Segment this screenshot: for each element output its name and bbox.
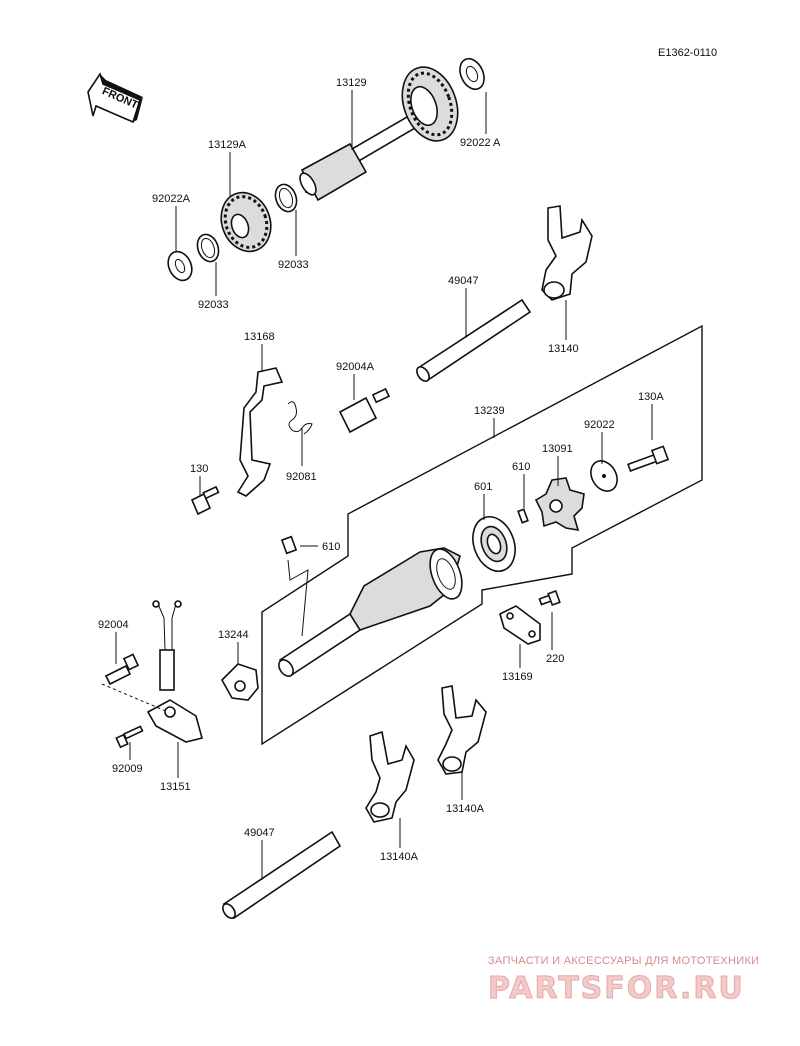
label-92081: 92081 xyxy=(286,471,317,483)
label-92022a-top: 92022 A xyxy=(460,137,501,149)
washer-92022a-left xyxy=(167,250,193,282)
fork-shaft-49047-bottom xyxy=(222,830,342,920)
bolt-130 xyxy=(190,485,220,516)
label-130a: 130A xyxy=(638,391,664,403)
leader-lines xyxy=(115,90,653,880)
label-92033-a: 92033 xyxy=(278,259,309,271)
label-92022a-left: 92022A xyxy=(152,193,191,205)
label-92009: 92009 xyxy=(112,763,143,775)
label-13169: 13169 xyxy=(502,671,533,683)
neutral-switch-13151 xyxy=(146,600,203,743)
label-13168: 13168 xyxy=(244,331,275,343)
shaft-13129 xyxy=(299,66,459,202)
label-130: 130 xyxy=(190,463,208,475)
washer-92022 xyxy=(590,460,618,492)
spring-92081 xyxy=(287,401,313,435)
washer-92022a-top xyxy=(459,57,485,91)
pin-92004a xyxy=(338,387,391,434)
bearing-601 xyxy=(472,516,516,572)
label-49047-top: 49047 xyxy=(448,275,479,287)
pin-610-mid xyxy=(280,535,298,555)
label-220: 220 xyxy=(546,653,564,665)
shift-fork-13140a-left xyxy=(365,730,415,823)
bolt-130a xyxy=(627,445,670,472)
pin-610-top xyxy=(517,508,529,524)
watermark-tagline: ЗАПЧАСТИ И АКСЕССУАРЫ ДЛЯ МОТОТЕХНИКИ xyxy=(488,955,759,967)
label-13140a-left: 13140A xyxy=(380,851,419,863)
label-13151: 13151 xyxy=(160,781,191,793)
label-610-mid: 610 xyxy=(322,541,340,553)
star-plate-13091 xyxy=(534,477,585,531)
label-92004: 92004 xyxy=(98,619,129,631)
front-arrow-icon xyxy=(87,72,143,124)
circlip-92033-right xyxy=(274,183,298,213)
label-601: 601 xyxy=(474,481,492,493)
diagram-code: E1362-0110 xyxy=(658,47,717,59)
label-13129: 13129 xyxy=(336,77,367,89)
label-92004a: 92004A xyxy=(336,361,375,373)
label-13244: 13244 xyxy=(218,629,249,641)
gear-13129a xyxy=(220,191,272,253)
bolt-220 xyxy=(538,589,561,607)
shift-drum-13239 xyxy=(278,547,463,678)
label-13239: 13239 xyxy=(474,405,505,417)
shift-fork-13140a-right xyxy=(437,685,487,775)
plate-13169 xyxy=(499,605,541,645)
shift-fork-13140 xyxy=(541,205,593,301)
lever-13168 xyxy=(236,367,284,497)
label-92033-b: 92033 xyxy=(198,299,229,311)
label-92022: 92022 xyxy=(584,419,615,431)
label-13091: 13091 xyxy=(542,443,573,455)
fork-shaft-49047-top xyxy=(416,298,532,382)
cam-13244 xyxy=(221,663,259,701)
pin-92004 xyxy=(104,653,140,686)
label-13140a-right: 13140A xyxy=(446,803,485,815)
gear-13129 xyxy=(401,66,459,142)
label-13129a: 13129A xyxy=(208,139,247,151)
screw-92009 xyxy=(115,725,144,749)
label-49047-bottom: 49047 xyxy=(244,827,275,839)
watermark-brand: PARTSFOR.RU xyxy=(488,971,745,1006)
circlip-92033-left xyxy=(196,233,220,263)
label-13140: 13140 xyxy=(548,343,579,355)
label-610-top: 610 xyxy=(512,461,530,473)
assembly-frame-13239 xyxy=(261,324,703,746)
